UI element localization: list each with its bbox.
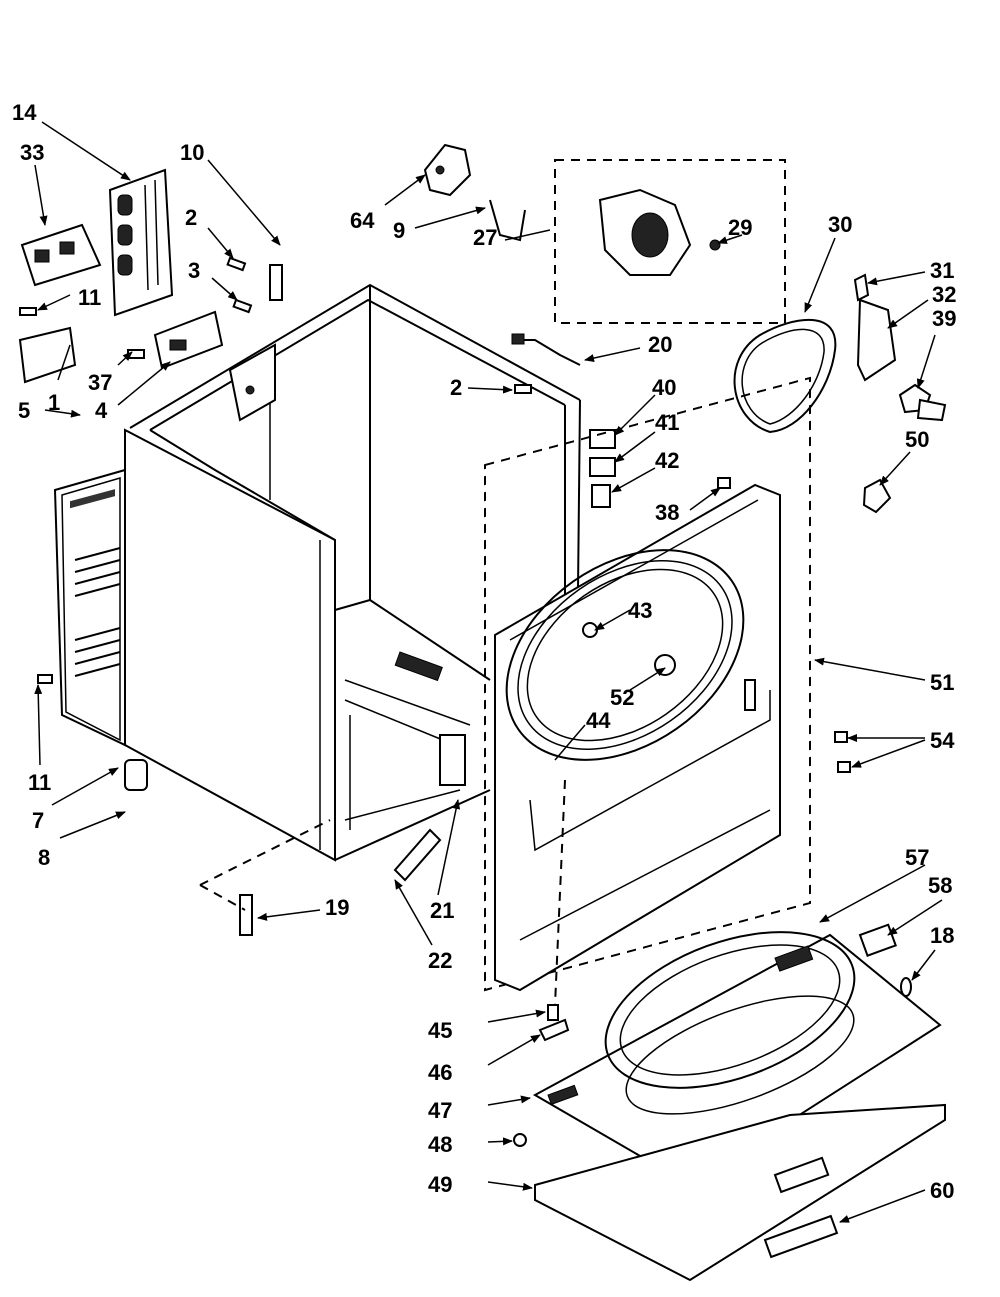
- small-parts-right: [853, 273, 947, 514]
- leader-lines: [34, 121, 943, 1223]
- control-bracket-14: [108, 168, 174, 317]
- drive-belt-30: [733, 318, 837, 434]
- label-58: 58: [928, 873, 952, 898]
- side-panel-5: [53, 468, 126, 747]
- label-9: 9: [393, 218, 405, 243]
- label-30: 30: [828, 212, 852, 237]
- label-57: 57: [905, 845, 929, 870]
- label-7: 7: [32, 808, 44, 833]
- label-11: 11: [78, 285, 101, 310]
- door-57: [532, 931, 942, 1187]
- callout-labels: 14 33 10 2 3 11 37 1 4 5 64 9 27 29 30 3…: [12, 100, 956, 1203]
- switches-40-42: [589, 429, 616, 508]
- label-42: 42: [655, 448, 679, 473]
- label-2b: 2: [450, 375, 462, 400]
- label-2: 2: [185, 205, 197, 230]
- cabinet: [124, 283, 581, 862]
- label-47: 47: [428, 1098, 452, 1123]
- label-14: 14: [12, 100, 37, 125]
- bracket-9: [489, 199, 526, 242]
- label-37: 37: [88, 370, 112, 395]
- label-33: 33: [20, 140, 44, 165]
- label-64: 64: [350, 208, 375, 233]
- label-32: 32: [932, 282, 956, 307]
- label-43: 43: [628, 598, 652, 623]
- label-5: 5: [18, 398, 30, 423]
- label-27: 27: [473, 225, 497, 250]
- motor-assembly-27: [554, 159, 786, 324]
- label-54: 54: [930, 728, 955, 753]
- label-22: 22: [428, 948, 452, 973]
- door-frame-49: [534, 1103, 946, 1282]
- label-50: 50: [905, 427, 929, 452]
- label-46: 46: [428, 1060, 452, 1085]
- label-38: 38: [655, 500, 679, 525]
- front-panel-51: [484, 376, 811, 992]
- label-48: 48: [428, 1132, 452, 1157]
- label-19: 19: [325, 895, 349, 920]
- label-21: 21: [430, 898, 454, 923]
- label-31: 31: [930, 258, 954, 283]
- label-1: 1: [48, 390, 60, 415]
- label-52: 52: [610, 685, 634, 710]
- label-18: 18: [930, 923, 954, 948]
- label-49: 49: [428, 1172, 452, 1197]
- label-8: 8: [38, 845, 50, 870]
- block-37-4: [153, 310, 224, 370]
- label-60: 60: [930, 1178, 954, 1203]
- label-44: 44: [586, 708, 611, 733]
- label-20: 20: [648, 332, 672, 357]
- bracket-64: [423, 143, 472, 197]
- label-51: 51: [930, 670, 954, 695]
- label-29: 29: [728, 215, 752, 240]
- label-45: 45: [428, 1018, 452, 1043]
- harness-20: [511, 333, 581, 366]
- label-11b: 11: [28, 770, 51, 795]
- label-41: 41: [655, 410, 679, 435]
- label-10: 10: [180, 140, 204, 165]
- label-3: 3: [188, 258, 200, 283]
- label-4: 4: [95, 398, 108, 423]
- label-40: 40: [652, 375, 676, 400]
- label-39: 39: [932, 306, 956, 331]
- switch-block-33: [20, 223, 102, 287]
